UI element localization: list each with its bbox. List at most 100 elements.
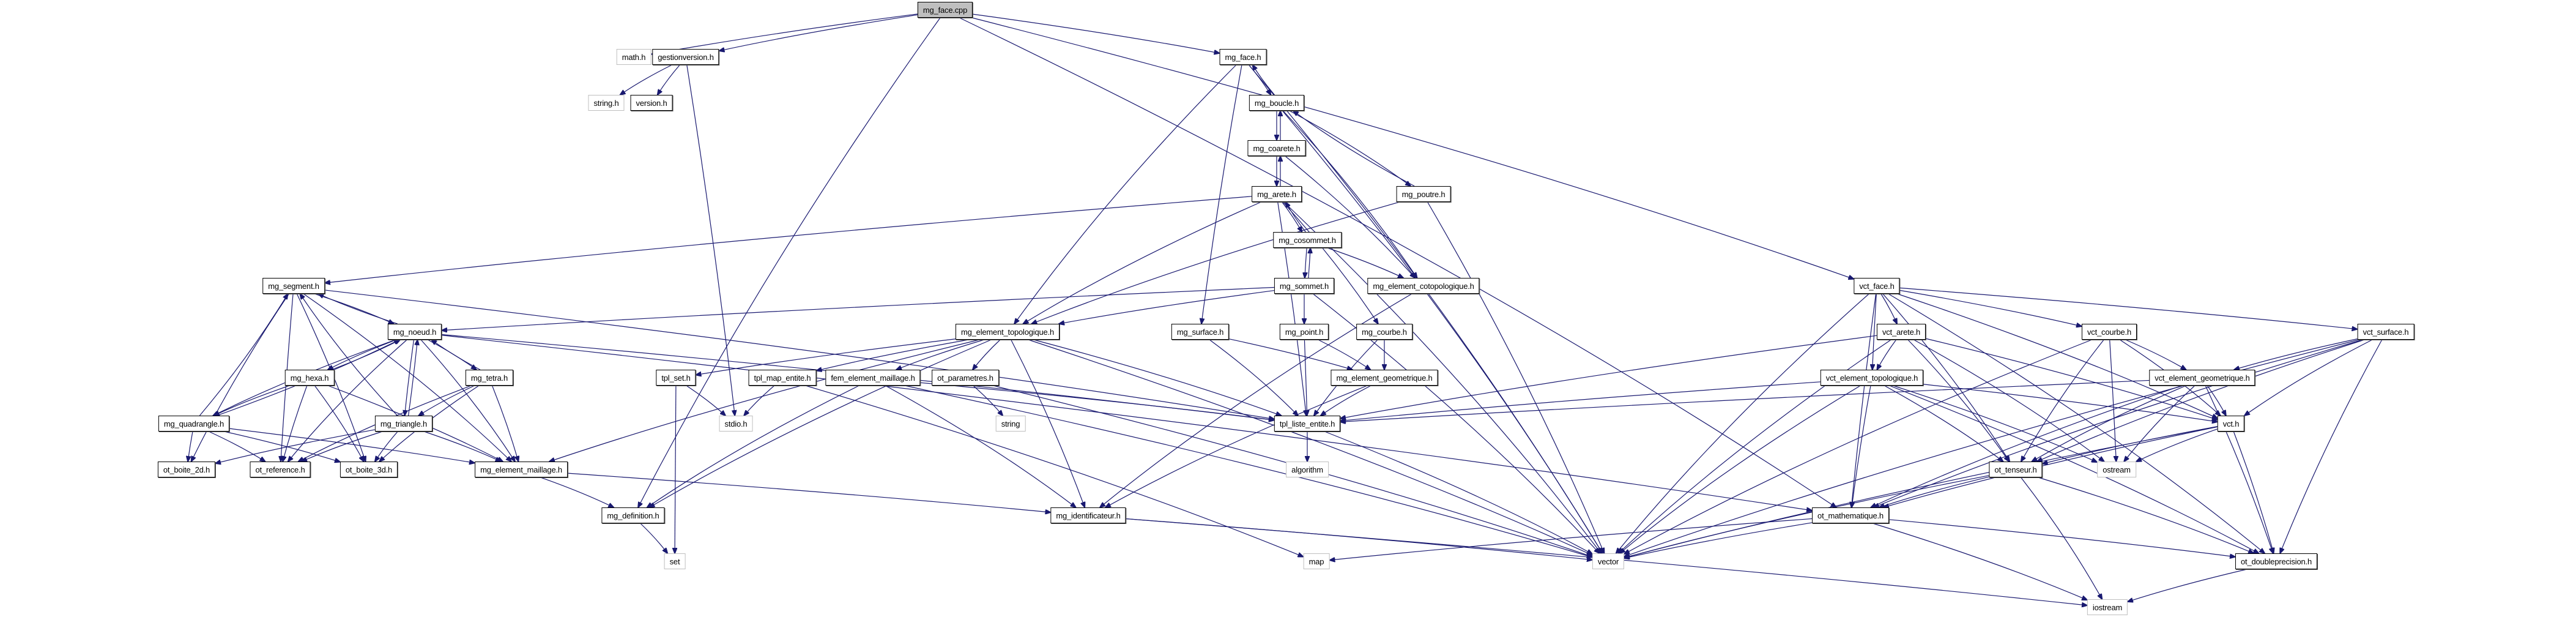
node-mg-element-geometrique-h[interactable]: mg_element_geometrique.h xyxy=(1331,370,1438,386)
node-vct-h[interactable]: vct.h xyxy=(2217,416,2245,432)
edge-vct-h-to-ot-mathematique-h xyxy=(1884,426,2218,507)
node-mg-face-h[interactable]: mg_face.h xyxy=(1219,49,1267,65)
node-ot-reference-h[interactable]: ot_reference.h xyxy=(250,462,311,477)
edge-mg-element-topologique-h-to-tpl-liste-entite-h xyxy=(1033,339,1281,416)
node-mg-courbe-h[interactable]: mg_courbe.h xyxy=(1356,324,1412,340)
edge-vct-element-geometrique-h-to-vct-h xyxy=(2207,385,2226,416)
node-tpl-liste-entite-h[interactable]: tpl_liste_entite.h xyxy=(1274,416,1341,432)
node-mg-poutre-h[interactable]: mg_poutre.h xyxy=(1396,186,1451,202)
edge-mg-face-h-to-vector xyxy=(1248,64,1602,553)
node-gestionversion-h[interactable]: gestionversion.h xyxy=(652,49,719,65)
edge-mg-cosommet-h-to-mg-element-cotopologique-h xyxy=(1327,247,1403,278)
node-vct-arete-h[interactable]: vct_arete.h xyxy=(1876,324,1926,340)
node-mg-quadrangle-h[interactable]: mg_quadrangle.h xyxy=(158,416,230,432)
node-mg-boucle-h[interactable]: mg_boucle.h xyxy=(1249,95,1305,111)
edge-ot-mathematique-h-to-map xyxy=(1330,518,1813,560)
edge-vct-surface-h-to-ot-tenseur-h xyxy=(2037,339,2365,462)
node-ot-doubleprecision-h[interactable]: ot_doubleprecision.h xyxy=(2235,553,2317,569)
edge-mg-element-topologique-h-to-tpl-set-h xyxy=(696,338,956,375)
node-vct-element-topologique-h[interactable]: vct_element_topologique.h xyxy=(1820,370,1924,386)
edge-ot-parametres-h-to-string xyxy=(973,385,1003,416)
edge-ot-mathematique-h-to-ot-doubleprecision-h xyxy=(1888,519,2235,557)
edge-vct-face-h-to-ot-doubleprecision-h xyxy=(1888,293,2265,553)
edge-ot-tenseur-h-to-vector xyxy=(1624,475,1989,558)
edge-mg-noeud-h-to-ot-mathematique-h xyxy=(441,335,1812,510)
node-tpl-map-entite-h[interactable]: tpl_map_entite.h xyxy=(748,370,817,386)
edge-mg-noeud-h-to-mg-hexa-h xyxy=(328,339,397,370)
node-algorithm: algorithm xyxy=(1286,462,1329,477)
edge-vct-arete-h-to-vct-element-topologique-h xyxy=(1877,339,1897,370)
edge-mg-tetra-h-to-mg-element-maillage-h xyxy=(491,385,519,462)
edge-mg-identificateur-h-to-vector xyxy=(1126,518,1593,559)
node-vct-courbe-h[interactable]: vct_courbe.h xyxy=(2081,324,2137,340)
edge-mg-quadrangle-h-to-ot-reference-h xyxy=(209,431,265,462)
edge-mg-cosommet-h-to-mg-arete-h xyxy=(1286,202,1306,233)
node-mg-hexa-h[interactable]: mg_hexa.h xyxy=(284,370,335,386)
edge-tpl-map-entite-h-to-map xyxy=(805,385,1304,557)
node-ot-parametres-h[interactable]: ot_parametres.h xyxy=(932,370,999,386)
node-mg-segment-h[interactable]: mg_segment.h xyxy=(262,278,325,294)
edge-tpl-set-h-to-stdio-h xyxy=(686,385,726,416)
node-mg-arete-h[interactable]: mg_arete.h xyxy=(1252,186,1302,202)
node-mg-sommet-h[interactable]: mg_sommet.h xyxy=(1274,278,1335,294)
node-mg-identificateur-h[interactable]: mg_identificateur.h xyxy=(1050,507,1126,523)
edge-mg-cosommet-h-to-mg-sommet-h xyxy=(1305,247,1307,278)
edge-fem-element-maillage-h-to-vector xyxy=(904,385,1592,558)
edge-mg-face-h-to-mg-surface-h xyxy=(1201,64,1242,324)
node-mg-coarete-h[interactable]: mg_coarete.h xyxy=(1247,140,1306,156)
node-mg-element-maillage-h[interactable]: mg_element_maillage.h xyxy=(475,462,568,477)
node-mg-tetra-h[interactable]: mg_tetra.h xyxy=(465,370,514,386)
node-mg-noeud-h[interactable]: mg_noeud.h xyxy=(387,324,442,340)
node-mg-element-topologique-h[interactable]: mg_element_topologique.h xyxy=(955,324,1060,340)
node-mg-definition-h[interactable]: mg_definition.h xyxy=(601,507,665,523)
edge-mg-segment-h-to-mg-element-maillage-h xyxy=(303,293,511,462)
node-mg-triangle-h[interactable]: mg_triangle.h xyxy=(374,416,433,432)
edge-mg-noeud-h-to-mg-tetra-h xyxy=(427,339,477,370)
edge-mg-boucle-h-to-vector xyxy=(1282,110,1602,553)
node-mg-cosommet-h[interactable]: mg_cosommet.h xyxy=(1273,232,1342,248)
edge-vct-face-h-to-ot-mathematique-h xyxy=(1851,293,1877,507)
edge-mg-surface-h-to-mg-element-geometrique-h xyxy=(1228,338,1353,370)
edge-layer xyxy=(188,13,2383,605)
edge-mg-hexa-h-to-ot-boite-3d-h xyxy=(314,385,363,462)
node-version-h[interactable]: version.h xyxy=(630,95,673,111)
edge-mg-element-geometrique-h-to-tpl-liste-entite-h xyxy=(1321,385,1372,416)
node-ot-tenseur-h[interactable]: ot_tenseur.h xyxy=(1989,462,2043,477)
edge-mg-element-topologique-h-to-vector xyxy=(1028,339,1592,555)
edge-mg-arete-h-to-mg-cosommet-h xyxy=(1282,201,1302,232)
edge-vct-arete-h-to-vct-h xyxy=(1925,338,2218,420)
node-mg-surface-h[interactable]: mg_surface.h xyxy=(1171,324,1230,340)
edge-mg-segment-h-to-tpl-liste-entite-h xyxy=(324,290,1274,419)
node-vector: vector xyxy=(1592,553,1625,569)
edge-vct-element-geometrique-h-to-ostream xyxy=(2124,385,2196,462)
edge-mg-hexa-h-to-mg-quadrangle-h xyxy=(214,385,290,416)
edge-vct-element-topologique-h-to-ot-tenseur-h xyxy=(1884,385,2003,462)
edge-vct-element-topologique-h-to-ot-mathematique-h xyxy=(1852,385,1871,507)
node-ostream: ostream xyxy=(2097,462,2136,477)
node-ot-boite-3d-h[interactable]: ot_boite_3d.h xyxy=(340,462,398,477)
node-vct-surface-h[interactable]: vct_surface.h xyxy=(2357,324,2415,340)
edge-vct-element-topologique-h-to-ot-doubleprecision-h xyxy=(1889,385,2259,553)
node-ot-boite-2d-h[interactable]: ot_boite_2d.h xyxy=(157,462,216,477)
node-vct-element-geometrique-h[interactable]: vct_element_geometrique.h xyxy=(2149,370,2255,386)
node-ot-mathematique-h[interactable]: ot_mathematique.h xyxy=(1812,507,1889,523)
edge-vct-element-topologique-h-to-ostream xyxy=(1893,385,2097,462)
node-vct-face-h[interactable]: vct_face.h xyxy=(1854,278,1900,294)
node-mg-element-cotopologique-h[interactable]: mg_element_cotopologique.h xyxy=(1367,278,1480,294)
edge-vct-face-h-to-vct-h xyxy=(1897,293,2218,418)
edge-vct-courbe-h-to-ostream xyxy=(2109,339,2117,462)
edge-mg-segment-h-to-ot-boite-2d-h xyxy=(191,293,289,462)
edge-vct-surface-h-to-ot-doubleprecision-h xyxy=(2280,339,2383,553)
edge-mg-triangle-h-to-ot-boite-2d-h xyxy=(215,429,376,463)
node-fem-element-maillage-h[interactable]: fem_element_maillage.h xyxy=(825,370,921,386)
edge-vct-element-topologique-h-to-vector xyxy=(1620,385,1861,553)
edge-vct-face-h-to-vct-element-topologique-h xyxy=(1873,293,1877,370)
node-mg-face-cpp[interactable]: mg_face.cpp xyxy=(917,2,973,18)
edge-mg-triangle-h-to-mg-element-maillage-h xyxy=(424,431,500,462)
edge-mg-face-h-to-mg-element-topologique-h xyxy=(1014,64,1237,324)
node-mg-point-h[interactable]: mg_point.h xyxy=(1279,324,1329,340)
node-tpl-set-h[interactable]: tpl_set.h xyxy=(656,370,696,386)
edge-mg-noeud-h-to-ot-reference-h xyxy=(288,339,407,462)
edge-mg-face-cpp-to-mg-definition-h xyxy=(638,17,941,507)
